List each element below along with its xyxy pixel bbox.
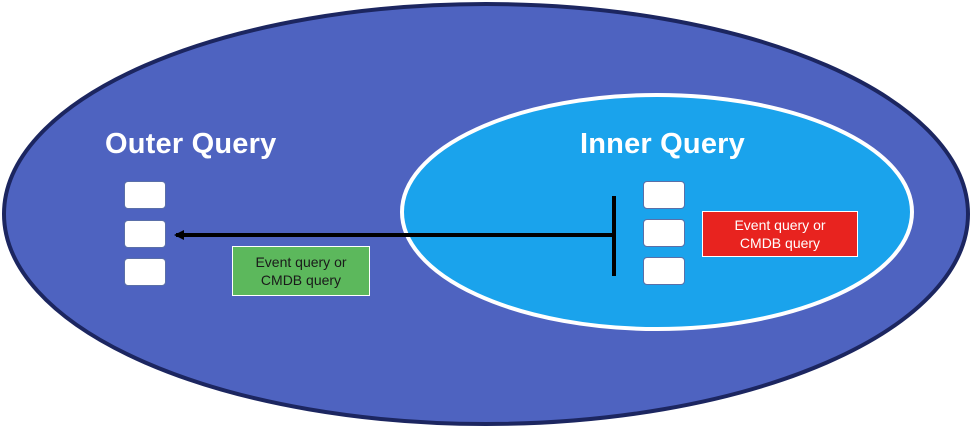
inner-row-2 (643, 219, 685, 247)
outer-row-3 (124, 258, 166, 286)
inner-row-3 (643, 257, 685, 285)
inner-query-title: Inner Query (580, 128, 745, 160)
inner-row-1 (643, 181, 685, 209)
outer-row-2 (124, 220, 166, 248)
outer-query-title: Outer Query (105, 128, 277, 160)
inner-query-ellipse (400, 93, 914, 331)
outer-row-1 (124, 181, 166, 209)
inner-query-label: Event query or CMDB query (702, 211, 858, 257)
outer-result-label: Event query or CMDB query (232, 246, 370, 296)
